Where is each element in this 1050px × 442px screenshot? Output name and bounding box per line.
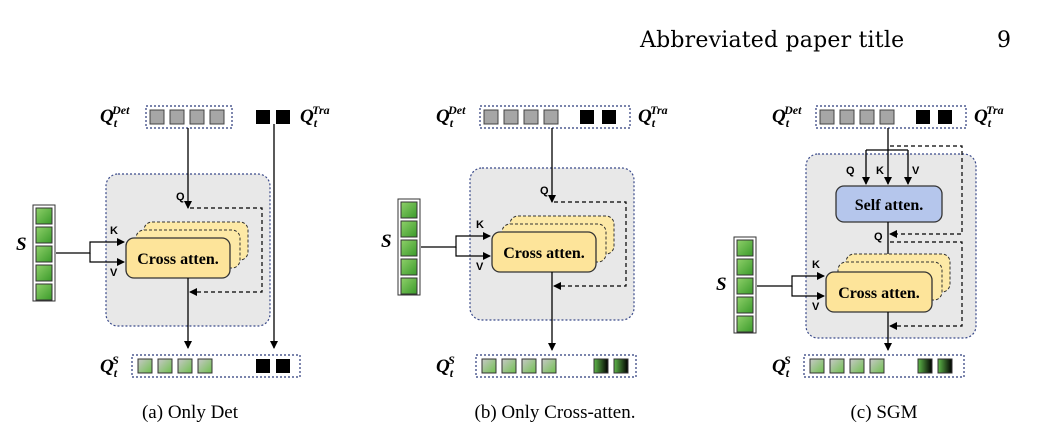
s-label-b: S bbox=[381, 231, 392, 252]
caption-c: (c) SGM bbox=[850, 402, 917, 423]
svg-text:Q: Q bbox=[874, 231, 883, 243]
svg-text:V: V bbox=[912, 165, 920, 177]
cross-atten-a: Cross atten. bbox=[137, 251, 218, 268]
q-s-label-b: QtS bbox=[436, 353, 455, 380]
cross-atten-b: Cross atten. bbox=[503, 245, 584, 262]
q-det-label-c: QtDet bbox=[772, 103, 802, 130]
svg-text:K: K bbox=[476, 219, 484, 231]
svg-text:K: K bbox=[110, 225, 118, 237]
svg-text:K: K bbox=[876, 165, 884, 177]
s-label-a: S bbox=[16, 234, 27, 255]
svg-text:Q: Q bbox=[540, 185, 549, 197]
q-s-label-a: QtS bbox=[100, 353, 119, 380]
svg-text:Q: Q bbox=[176, 191, 185, 203]
panel-a: QtDet QtTra Cross atten. Q S bbox=[16, 103, 330, 423]
q-tra-label-c: QtTra bbox=[974, 103, 1004, 130]
caption-b: (b) Only Cross-atten. bbox=[475, 402, 636, 423]
q-det-label-b: QtDet bbox=[436, 103, 466, 130]
svg-text:V: V bbox=[812, 301, 820, 313]
q-tra-label: QtTra bbox=[300, 103, 330, 130]
q-s-label-c: QtS bbox=[772, 353, 791, 380]
caption-a: (a) Only Det bbox=[142, 402, 239, 423]
q-det-label: QtDet bbox=[100, 103, 130, 130]
s-label-c: S bbox=[716, 274, 727, 295]
cross-atten-c: Cross atten. bbox=[838, 285, 919, 302]
running-header-title: Abbreviated paper title bbox=[640, 28, 905, 53]
self-atten-block: Self atten. bbox=[855, 197, 923, 214]
panel-b: QtDet QtTra Cross atten. Q S K V QtS bbox=[381, 103, 668, 423]
q-tra-label-b: QtTra bbox=[638, 103, 668, 130]
page-number: 9 bbox=[997, 28, 1011, 53]
svg-text:V: V bbox=[476, 261, 484, 273]
panel-c: QtDet QtTra Q K V Self atten. Q bbox=[716, 103, 1004, 423]
svg-text:V: V bbox=[110, 267, 118, 279]
svg-text:K: K bbox=[812, 259, 820, 271]
svg-text:Q: Q bbox=[846, 165, 855, 177]
